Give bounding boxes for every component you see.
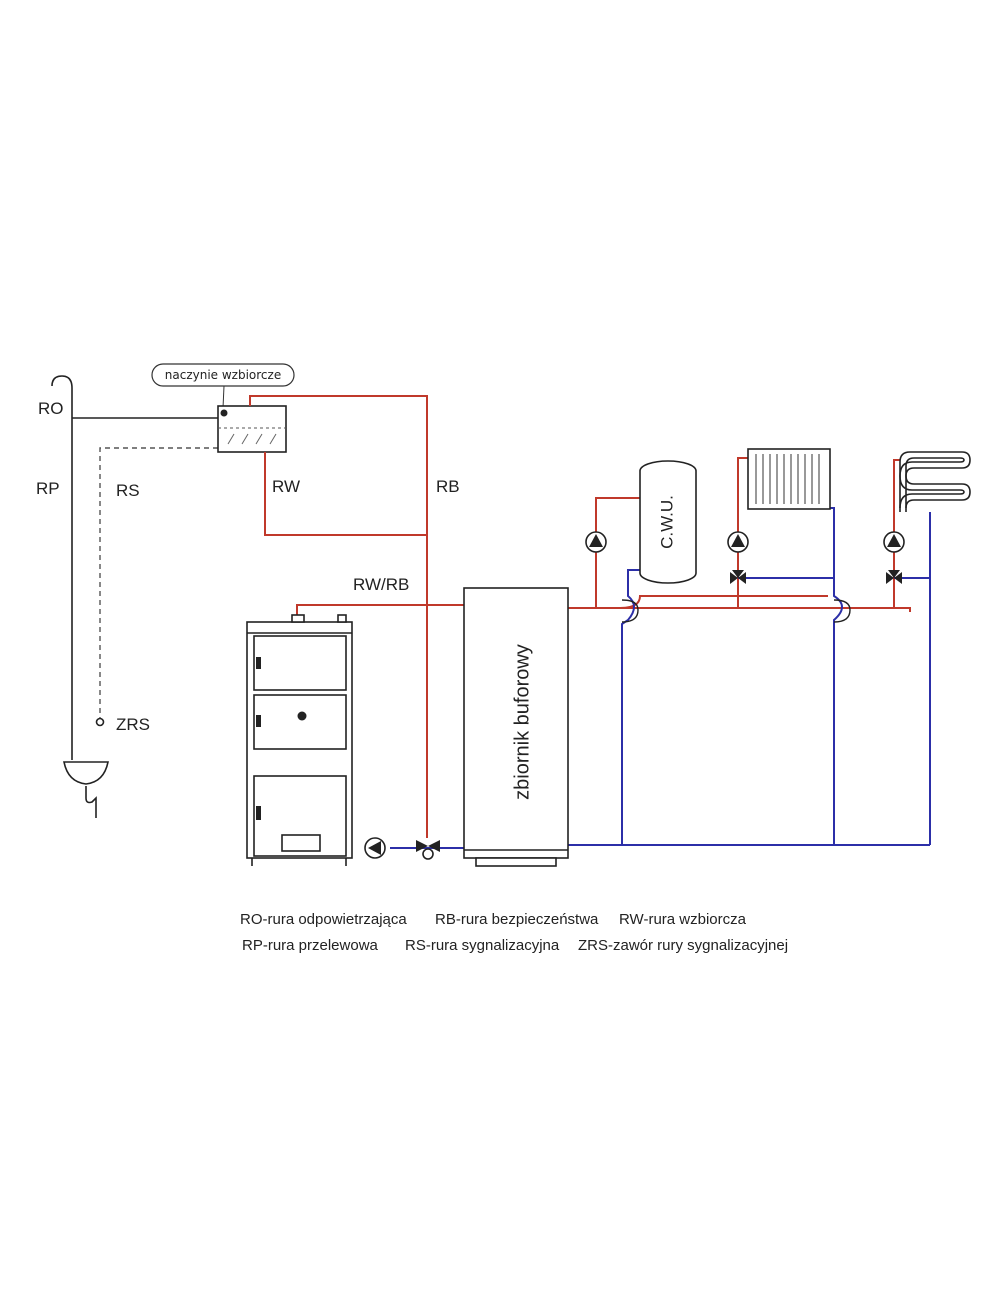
vent-overflow-pipes <box>51 375 218 818</box>
legend-rw: RW-rura wzbiorcza <box>619 911 747 928</box>
expansion-vessel: naczynie wzbiorcze <box>151 363 295 453</box>
label-rw: RW <box>272 477 300 496</box>
three-way-valve-icon <box>416 840 440 860</box>
cwu-supply <box>595 497 640 608</box>
boiler-door-mid <box>253 694 347 750</box>
ro-pipe <box>51 375 73 760</box>
cwu-pump-icon <box>585 531 607 553</box>
vessel-callout <box>151 363 295 387</box>
cwu-label: C.W.U. <box>657 495 676 549</box>
drain-outlet <box>85 786 97 818</box>
coil-pump-icon <box>883 531 905 553</box>
supply-pipes <box>249 395 911 838</box>
rw-pipe <box>264 452 427 536</box>
return-pipes <box>390 507 931 849</box>
buffer-tank: zbiornik buforowy <box>463 587 569 867</box>
rs-pipe <box>99 447 218 718</box>
buffer-tank-body <box>463 587 569 859</box>
label-rp: RP <box>36 479 60 498</box>
label-rs: RS <box>116 481 140 500</box>
buffer-tank-label: zbiornik buforowy <box>511 644 533 800</box>
radiator-return <box>830 507 843 845</box>
floor-coil-icon <box>899 451 971 512</box>
legend: RO-rura odpowietrzająca RB-rura bezpiecz… <box>240 911 788 954</box>
legend-ro: RO-rura odpowietrzająca <box>240 911 407 928</box>
vessel-body <box>217 405 287 453</box>
label-rwrb: RW/RB <box>353 575 409 594</box>
legend-rb: RB-rura bezpieczeństwa <box>435 911 599 928</box>
boiler <box>246 614 353 866</box>
radiator-mixing-valve-icon <box>730 570 746 584</box>
radiator-icon <box>747 448 831 510</box>
radiator-supply <box>737 457 748 608</box>
zrs-valve <box>95 717 105 727</box>
cwu-return <box>621 569 640 845</box>
legend-zrs: ZRS-zawór rury sygnalizacyjnej <box>578 937 788 954</box>
label-ro: RO <box>38 399 64 418</box>
rwrb-pipe <box>296 604 464 618</box>
boiler-door-top <box>253 635 347 691</box>
drain-funnel <box>63 761 109 785</box>
main-supply <box>568 595 828 609</box>
legend-rp: RP-rura przelewowa <box>242 937 379 954</box>
cwu-tank: C.W.U. <box>639 460 697 584</box>
rb-pipe <box>249 395 428 838</box>
boiler-pump-icon <box>364 837 386 859</box>
vessel-callout-text: naczynie wzbiorcze <box>165 368 281 382</box>
vessel-water-hatch <box>227 433 277 445</box>
radiator-pump-icon <box>727 531 749 553</box>
label-rb: RB <box>436 477 460 496</box>
main-supply-2 <box>568 607 911 612</box>
label-zrs: ZRS <box>116 715 150 734</box>
coil-mixing-valve-icon <box>886 570 902 584</box>
cwu-tank-body <box>639 460 697 584</box>
coil-supply <box>893 459 900 608</box>
legend-rs: RS-rura sygnalizacyjna <box>405 937 560 954</box>
